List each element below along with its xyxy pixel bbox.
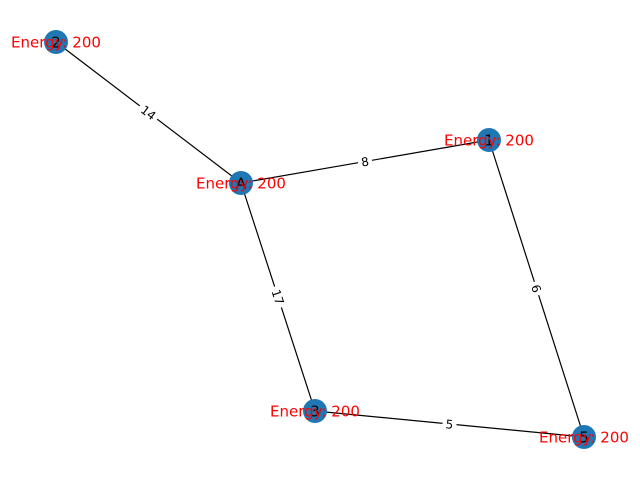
node-id-label: 3 [310,403,320,421]
node-2[interactable] [44,30,68,54]
node-energy-label: Energy: 200 [444,132,534,150]
edge-weight-A-3: 17 [266,284,290,310]
edge-weight-background [526,279,547,298]
edge-weight-1-5: 6 [526,279,547,298]
node-energy-label: Energy: 200 [11,34,101,52]
node-1[interactable] [477,128,501,152]
node-energy-label: Energy: 200 [270,403,360,421]
node-id-label: 1 [484,132,494,150]
edge-weight-label: 5 [445,417,454,432]
edge-weight-2-A: 14 [134,99,163,126]
edge-weight-background [441,415,458,433]
edge-weight-label: 8 [360,154,370,169]
node-id-label: A [236,175,247,193]
node-energy-label: Energy: 200 [196,175,286,193]
node-id-label: 2 [51,34,61,52]
node-energy-label: Energy: 200 [539,429,629,447]
edge-weight-background [356,152,374,171]
edge-weight-3-5: 5 [441,415,458,433]
node-id-label: 5 [579,429,589,447]
nodes-layer [44,30,596,449]
edge-weight-label: 17 [269,288,287,307]
edge-weight-background [134,99,163,126]
node-3[interactable] [303,399,327,423]
edge-weight-background [266,284,290,310]
edge-weight-label: 6 [528,283,544,295]
edge-weight-A-1: 8 [356,152,374,171]
node-A[interactable] [229,171,253,195]
edges-layer: 14 8 17 6 5 [55,41,585,438]
node-5[interactable] [572,425,596,449]
